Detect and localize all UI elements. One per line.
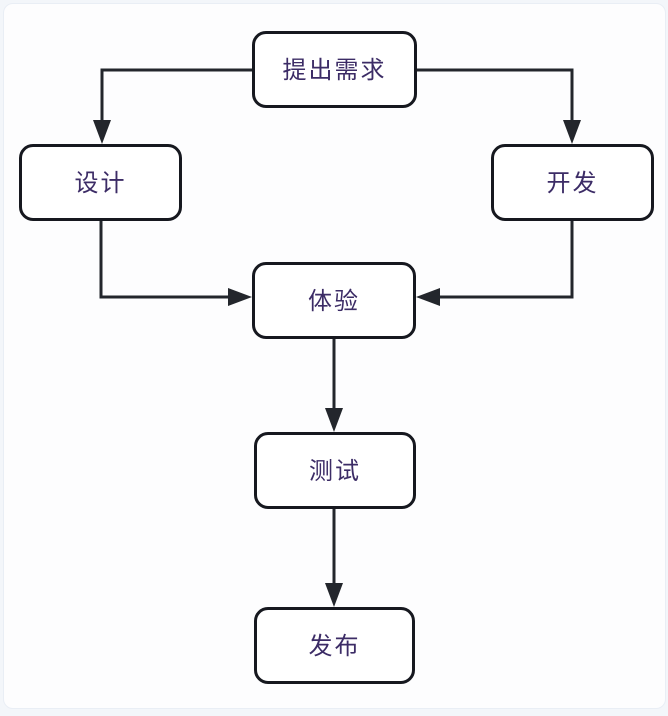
edge-experience-to-testing xyxy=(325,339,343,432)
arrowhead-down-icon xyxy=(325,408,343,432)
edge-requirements-to-design xyxy=(93,68,252,144)
node-requirements: 提出需求 xyxy=(252,31,417,108)
node-release: 发布 xyxy=(254,607,415,684)
arrowhead-right-icon xyxy=(228,288,252,306)
arrowhead-left-icon xyxy=(416,288,440,306)
flowchart-canvas: 提出需求 设计 开发 体验 测试 发布 xyxy=(3,3,666,709)
node-design: 设计 xyxy=(19,144,182,221)
edge-design-to-experience xyxy=(99,221,252,306)
node-development: 开发 xyxy=(491,144,654,221)
node-release-label: 发布 xyxy=(308,631,361,660)
node-experience: 体验 xyxy=(252,262,416,339)
node-requirements-label: 提出需求 xyxy=(282,55,387,84)
node-development-label: 开发 xyxy=(546,168,599,197)
node-design-label: 设计 xyxy=(74,168,127,197)
arrowhead-down-icon xyxy=(93,120,111,144)
arrowhead-down-icon xyxy=(563,120,581,144)
arrowhead-down-icon xyxy=(325,583,343,607)
node-testing-label: 测试 xyxy=(309,456,361,485)
edge-requirements-to-development xyxy=(417,68,581,144)
node-testing: 测试 xyxy=(254,432,416,509)
edge-development-to-experience xyxy=(416,221,574,306)
edge-testing-to-release xyxy=(325,509,343,607)
node-experience-label: 体验 xyxy=(308,286,360,315)
